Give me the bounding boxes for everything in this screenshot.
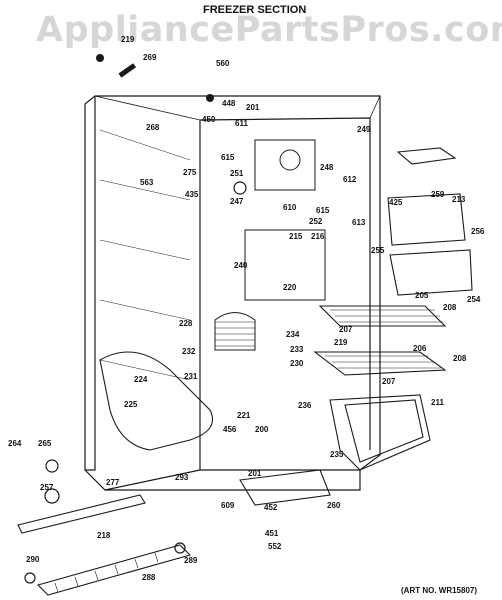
callout-259: 259 xyxy=(431,190,445,199)
callout-216: 216 xyxy=(311,232,325,241)
callout-435: 435 xyxy=(185,190,199,199)
callout-234: 234 xyxy=(286,330,300,339)
callout-230: 230 xyxy=(290,359,304,368)
callout-248: 248 xyxy=(320,163,334,172)
callout-208: 208 xyxy=(443,303,457,312)
callout-293: 293 xyxy=(175,473,189,482)
callout-254: 254 xyxy=(467,295,481,304)
callout-563: 563 xyxy=(140,178,154,187)
callout-615: 615 xyxy=(221,153,235,162)
callout-201: 201 xyxy=(246,103,260,112)
callout-560: 560 xyxy=(216,59,230,68)
freezer-bin xyxy=(329,394,431,471)
watermark: AppliancePartsPros.com xyxy=(36,10,502,50)
callout-611: 611 xyxy=(235,119,248,128)
callout-265: 265 xyxy=(38,439,52,448)
callout-206: 206 xyxy=(413,344,427,353)
callout-232: 232 xyxy=(182,347,196,356)
callout-609: 609 xyxy=(221,501,235,510)
callout-269: 269 xyxy=(143,53,157,62)
callout-610: 610 xyxy=(283,203,297,212)
callout-207: 207 xyxy=(382,377,396,386)
callout-255: 255 xyxy=(371,246,385,255)
callout-615: 615 xyxy=(316,206,330,215)
callout-207: 207 xyxy=(339,325,353,334)
callout-275: 275 xyxy=(183,168,197,177)
callout-218: 218 xyxy=(97,531,111,540)
callout-220: 220 xyxy=(283,283,297,292)
callout-450: 450 xyxy=(202,115,216,124)
callout-277: 277 xyxy=(106,478,120,487)
callout-215: 215 xyxy=(289,232,303,241)
callout-456: 456 xyxy=(223,425,237,434)
callout-249: 249 xyxy=(357,125,371,134)
callout-268: 268 xyxy=(146,123,160,132)
callout-236: 236 xyxy=(298,401,312,410)
callout-264: 264 xyxy=(8,439,22,448)
callout-252: 252 xyxy=(309,217,323,226)
callout-251: 251 xyxy=(230,169,244,178)
callout-200: 200 xyxy=(255,425,269,434)
callout-452: 452 xyxy=(264,503,278,512)
callout-612: 612 xyxy=(343,175,357,184)
callout-205: 205 xyxy=(415,291,429,300)
freezer-cabinet-outline xyxy=(84,95,381,491)
callout-208: 208 xyxy=(453,354,467,363)
callout-451: 451 xyxy=(265,529,279,538)
grille-and-base xyxy=(17,351,331,596)
callout-225: 225 xyxy=(124,400,138,409)
rear-panel xyxy=(214,139,326,351)
callout-613: 613 xyxy=(352,218,366,227)
callout-448: 448 xyxy=(222,99,236,108)
callout-257: 257 xyxy=(40,483,54,492)
callout-219: 219 xyxy=(334,338,348,347)
part-callouts: 219 269 560 448 450 201 611 268 249 615 251 248 563 2… xyxy=(8,35,485,582)
page-title: FREEZER SECTION xyxy=(203,4,307,16)
callout-233: 233 xyxy=(290,345,304,354)
callout-224: 224 xyxy=(134,375,148,384)
ice-tray-and-rack xyxy=(387,147,473,296)
callout-235: 235 xyxy=(330,450,344,459)
callout-211: 211 xyxy=(431,398,444,407)
callout-256: 256 xyxy=(471,227,485,236)
callout-290: 290 xyxy=(26,555,40,564)
small-hardware xyxy=(24,54,247,584)
wire-shelves xyxy=(313,305,447,376)
callout-221: 221 xyxy=(237,411,251,420)
art-number: (ART NO. WR15807) xyxy=(401,586,478,595)
callout-425: 425 xyxy=(389,198,403,207)
callout-260: 260 xyxy=(327,501,341,510)
callout-213: 213 xyxy=(452,195,466,204)
callout-240: 240 xyxy=(234,261,248,270)
callout-288: 288 xyxy=(142,573,156,582)
callout-201: 201 xyxy=(248,469,262,478)
callout-247: 247 xyxy=(230,197,244,206)
callout-552: 552 xyxy=(268,542,282,551)
callout-231: 231 xyxy=(184,372,198,381)
callout-289: 289 xyxy=(184,556,198,565)
callout-228: 228 xyxy=(179,319,193,328)
callout-219: 219 xyxy=(121,35,135,44)
